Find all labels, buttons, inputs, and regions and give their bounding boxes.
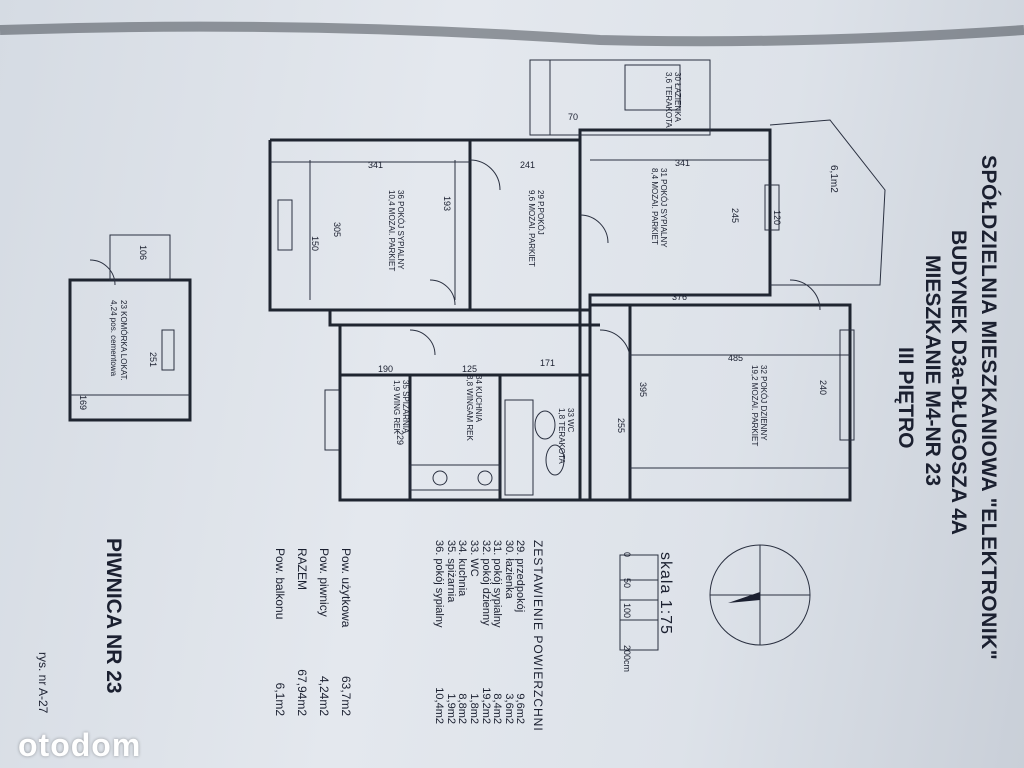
balcony-area: 6,1m2 <box>828 165 839 193</box>
dim-label: 485 <box>728 353 744 363</box>
dim-label: 241 <box>520 160 536 170</box>
cooperative-name: SPÓŁDZIELNIA MIESZKANIOWA "ELEKTRONIK" <box>977 155 1000 661</box>
dim-label: 395 <box>638 382 648 398</box>
dim-label: 70 <box>568 112 579 122</box>
dim-label: 193 <box>442 196 452 212</box>
room-30-label: 30 ŁAZIENKA 3,6 TERAKOTA <box>664 72 682 128</box>
basement-dim: 251 <box>148 352 158 368</box>
room-32-label: 32 POKÓJ DZIENNY 19,2 MOZAI. PARKIET <box>750 365 768 447</box>
basement-dim: 106 <box>138 245 148 261</box>
scale-label: skala 1:75 <box>657 552 674 635</box>
scale-tick-200: 200cm <box>622 645 632 673</box>
dim-label: 341 <box>368 160 384 170</box>
basement-room-label: 23 KOMÓRKA LOKAT. <box>119 300 128 381</box>
drawing-number: rys. nr A-27 <box>36 652 50 714</box>
floor-level: III PIĘTRO <box>894 347 917 449</box>
dim-label: 376 <box>672 292 688 302</box>
room-34-label: 34 KUCHNIA 8,8 WINGAM REK <box>465 375 483 441</box>
dim-label: 341 <box>675 158 691 168</box>
room-36-label: 36 POKÓJ SYPIALNY 10,4 MOZAI. PARKIET <box>387 190 405 272</box>
dim-label: 229 <box>395 430 405 446</box>
scale-block: skala 1:75 <box>656 552 674 635</box>
scale-tick-50: 50 <box>622 578 632 589</box>
scale-tick-0: 0 <box>622 552 632 558</box>
dim-label: 255 <box>616 418 626 434</box>
otodom-watermark: otodom <box>18 727 142 763</box>
dim-label: 120 <box>772 210 782 226</box>
basement-dim: 169 <box>78 395 88 411</box>
dim-label: 171 <box>540 358 556 368</box>
dim-label: 150 <box>310 236 320 252</box>
dim-label: 245 <box>730 208 740 224</box>
room-33-label: 33 WC 1,8 TERAKOTA <box>557 408 575 464</box>
basement-room-area: 4,24 pos. cementowa <box>109 300 118 377</box>
room-29-label: 29 P.POKÓJ 9,6 MOZAI. PARKIET <box>527 190 545 267</box>
room-35-label: 35 SPIŻARNIA 1,9 WING REK <box>392 380 410 434</box>
scale-tick-100: 100 <box>622 603 632 619</box>
building-name: BUDYNEK D3a-DŁUGOSZA 4A <box>947 230 970 535</box>
basement-title: PIWNICA NR 23 <box>102 538 125 694</box>
dim-label: 190 <box>378 364 394 374</box>
room-31-label: 31 POKÓJ SYPIALNY 8,4 MOZAI. PARKIET <box>650 168 668 248</box>
dim-label: 125 <box>462 364 478 374</box>
dim-label: 305 <box>332 222 342 238</box>
dim-label: 240 <box>818 380 828 396</box>
summary-title: ZESTAWIENIE POWIERZCHNI <box>531 540 545 732</box>
apartment-number: MIESZKANIE M4-NR 23 <box>921 255 944 487</box>
